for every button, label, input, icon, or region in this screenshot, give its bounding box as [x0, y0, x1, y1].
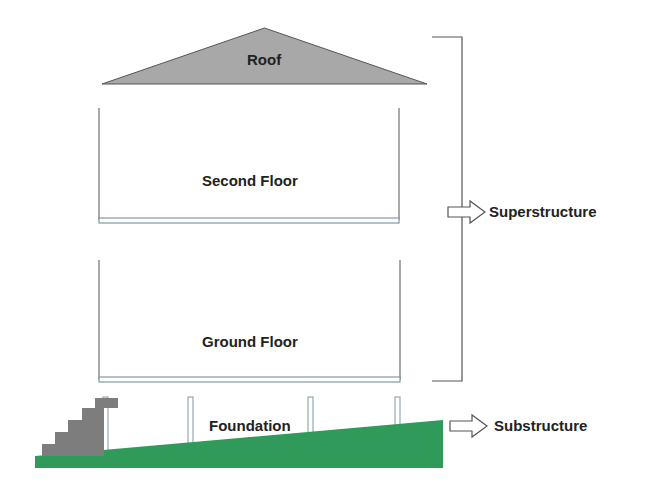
wall — [400, 260, 401, 380]
floor-slab — [99, 377, 400, 382]
node-text: Ground Floor — [202, 333, 298, 351]
stairs — [42, 398, 118, 456]
floor-slab — [99, 218, 399, 223]
hollow-arrow — [448, 201, 485, 223]
wall — [99, 260, 100, 380]
roof-shape: Roof — [101, 27, 428, 85]
foundation-label: Foundation — [209, 417, 291, 435]
foundation-post — [188, 397, 193, 447]
wall — [99, 108, 100, 220]
node-text: Second Floor — [202, 172, 298, 190]
floor-room: Second Floor — [100, 108, 399, 218]
hollow-arrow — [450, 415, 487, 437]
roof-triangle — [102, 28, 427, 84]
floor-room: Ground Floor — [100, 260, 400, 377]
node-text: Roof — [247, 51, 281, 69]
structure-label: Superstructure — [489, 203, 597, 221]
wall — [399, 108, 400, 220]
structure-label: Substructure — [494, 417, 587, 435]
